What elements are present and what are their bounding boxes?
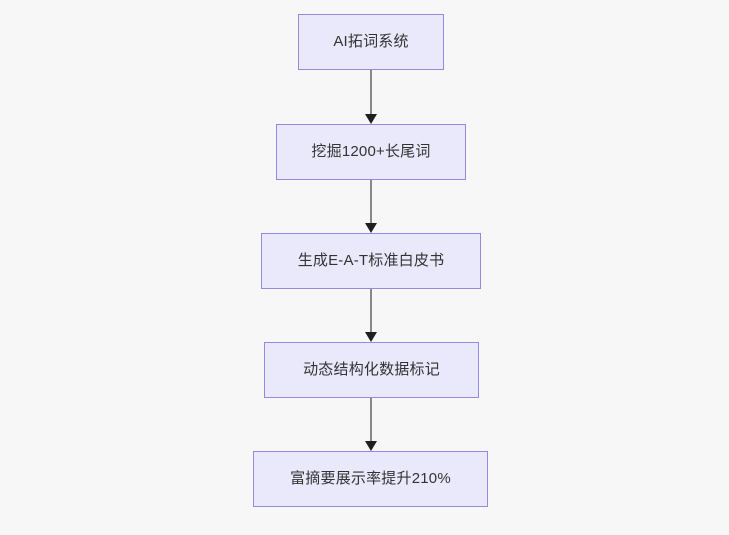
flow-node-label: AI拓词系统 <box>333 33 409 50</box>
flow-node-label: 生成E-A-T标准白皮书 <box>297 252 445 269</box>
arrowhead-icon <box>365 114 377 124</box>
edge-node2-to-node3 <box>365 180 377 233</box>
flow-node-ai-keyword-system[interactable]: AI拓词系统 <box>298 14 444 70</box>
edge-node4-to-node5 <box>365 398 377 451</box>
flow-node-label: 挖掘1200+长尾词 <box>311 143 431 160</box>
arrowhead-icon <box>365 441 377 451</box>
flow-node-rich-snippet-uplift[interactable]: 富摘要展示率提升210% <box>253 451 488 507</box>
arrowhead-icon <box>365 332 377 342</box>
flow-node-label: 动态结构化数据标记 <box>303 361 440 378</box>
flow-node-dynamic-structured-data[interactable]: 动态结构化数据标记 <box>264 342 479 398</box>
edge-node1-to-node2 <box>365 70 377 124</box>
flow-node-mine-longtail-keywords[interactable]: 挖掘1200+长尾词 <box>276 124 466 180</box>
arrowhead-icon <box>365 223 377 233</box>
flow-node-generate-eat-whitepaper[interactable]: 生成E-A-T标准白皮书 <box>261 233 481 289</box>
flow-node-label: 富摘要展示率提升210% <box>290 470 451 487</box>
edge-node3-to-node4 <box>365 289 377 342</box>
